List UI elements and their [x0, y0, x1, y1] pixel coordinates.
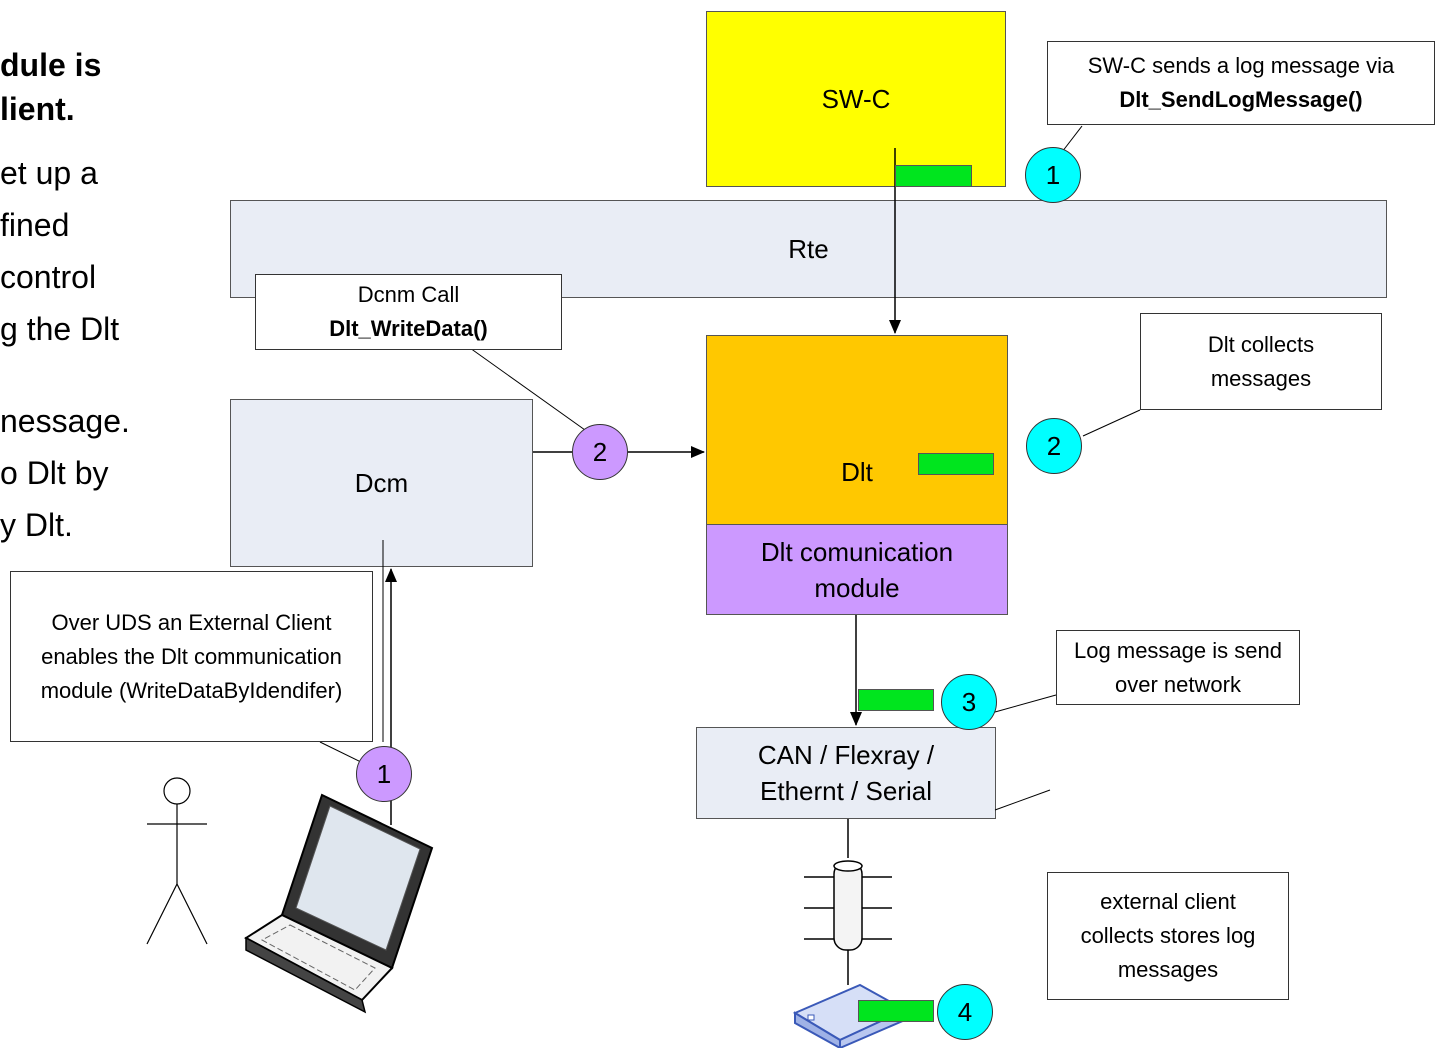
- swc-label: SW-C: [821, 83, 891, 114]
- slide-line-8: o Dlt by: [0, 455, 109, 491]
- cyan-step-3: 3: [941, 674, 997, 730]
- message-bar-dlt: [918, 453, 994, 475]
- slide-line-2: lient.: [0, 91, 75, 127]
- callout-line-uds: [319, 741, 366, 765]
- dlt-comm-label: Dlt comunication module: [760, 536, 954, 603]
- message-bar-swc: [895, 165, 972, 187]
- slide-line-6: g the Dlt: [0, 311, 120, 347]
- slide-line-9: y Dlt.: [0, 507, 73, 543]
- cyan-step-4: 4: [937, 984, 993, 1040]
- note-swc-line2: Dlt_SendLogMessage(): [1119, 87, 1363, 112]
- dlt-block: Dlt: [706, 335, 1008, 525]
- dcm-label: Dcm: [354, 467, 409, 498]
- purple-step-1: 1: [356, 746, 412, 802]
- note-client-text: external client collects stores log mess…: [1080, 889, 1256, 982]
- note-dcm-call: Dcnm Call Dlt_WriteData(): [255, 274, 562, 350]
- rte-label: Rte: [788, 233, 829, 264]
- slide-line-7: nessage.: [0, 403, 130, 439]
- note-dlt-text: Dlt collects messages: [1207, 331, 1315, 391]
- callout-line-client: [994, 789, 1051, 811]
- slide-line-4: fined: [0, 207, 70, 243]
- note-dcm-line2: Dlt_WriteData(): [329, 316, 488, 341]
- slide-line-3: et up a: [0, 155, 98, 191]
- note-swc-send: SW-C sends a log message via Dlt_SendLog…: [1047, 41, 1435, 125]
- note-dlt-collects: Dlt collects messages: [1140, 313, 1382, 410]
- purple-step-2: 2: [572, 424, 628, 480]
- laptop-icon: [244, 793, 434, 1014]
- slide-line-1: dule is: [0, 47, 102, 83]
- note-network: Log message is send over network: [1056, 630, 1300, 705]
- note-external-client: external client collects stores log mess…: [1047, 872, 1289, 1000]
- swc-block: SW-C: [706, 11, 1006, 187]
- note-dcm-line1: Dcnm Call: [357, 282, 460, 307]
- callout-line-net: [994, 694, 1057, 713]
- cable-icon: [804, 860, 892, 951]
- person-icon: [146, 777, 208, 945]
- dlt-label: Dlt: [841, 456, 873, 487]
- note-swc-line1: SW-C sends a log message via: [1087, 53, 1395, 78]
- cyan-step-1: 1: [1025, 147, 1081, 203]
- callout-line-dlt: [1082, 409, 1141, 437]
- note-network-text: Log message is send over network: [1074, 637, 1282, 697]
- bus-label: CAN / Flexray / Ethernt / Serial: [757, 740, 935, 806]
- dlt-comm-block: Dlt comunication module: [706, 524, 1008, 615]
- callout-line-swc: [1061, 125, 1083, 153]
- dcm-block: Dcm: [230, 399, 533, 567]
- bus-block: CAN / Flexray / Ethernt / Serial: [696, 727, 996, 819]
- cyan-step-2: 2: [1026, 418, 1082, 474]
- callout-line-dcm: [469, 347, 586, 431]
- note-uds-client: Over UDS an External Client enables the …: [10, 571, 373, 742]
- slide-line-5: control: [0, 259, 97, 295]
- rte-block: Rte: [230, 200, 1387, 298]
- message-bar-client: [858, 1000, 934, 1022]
- message-bar-network: [858, 689, 934, 711]
- note-uds-text: Over UDS an External Client enables the …: [40, 609, 343, 703]
